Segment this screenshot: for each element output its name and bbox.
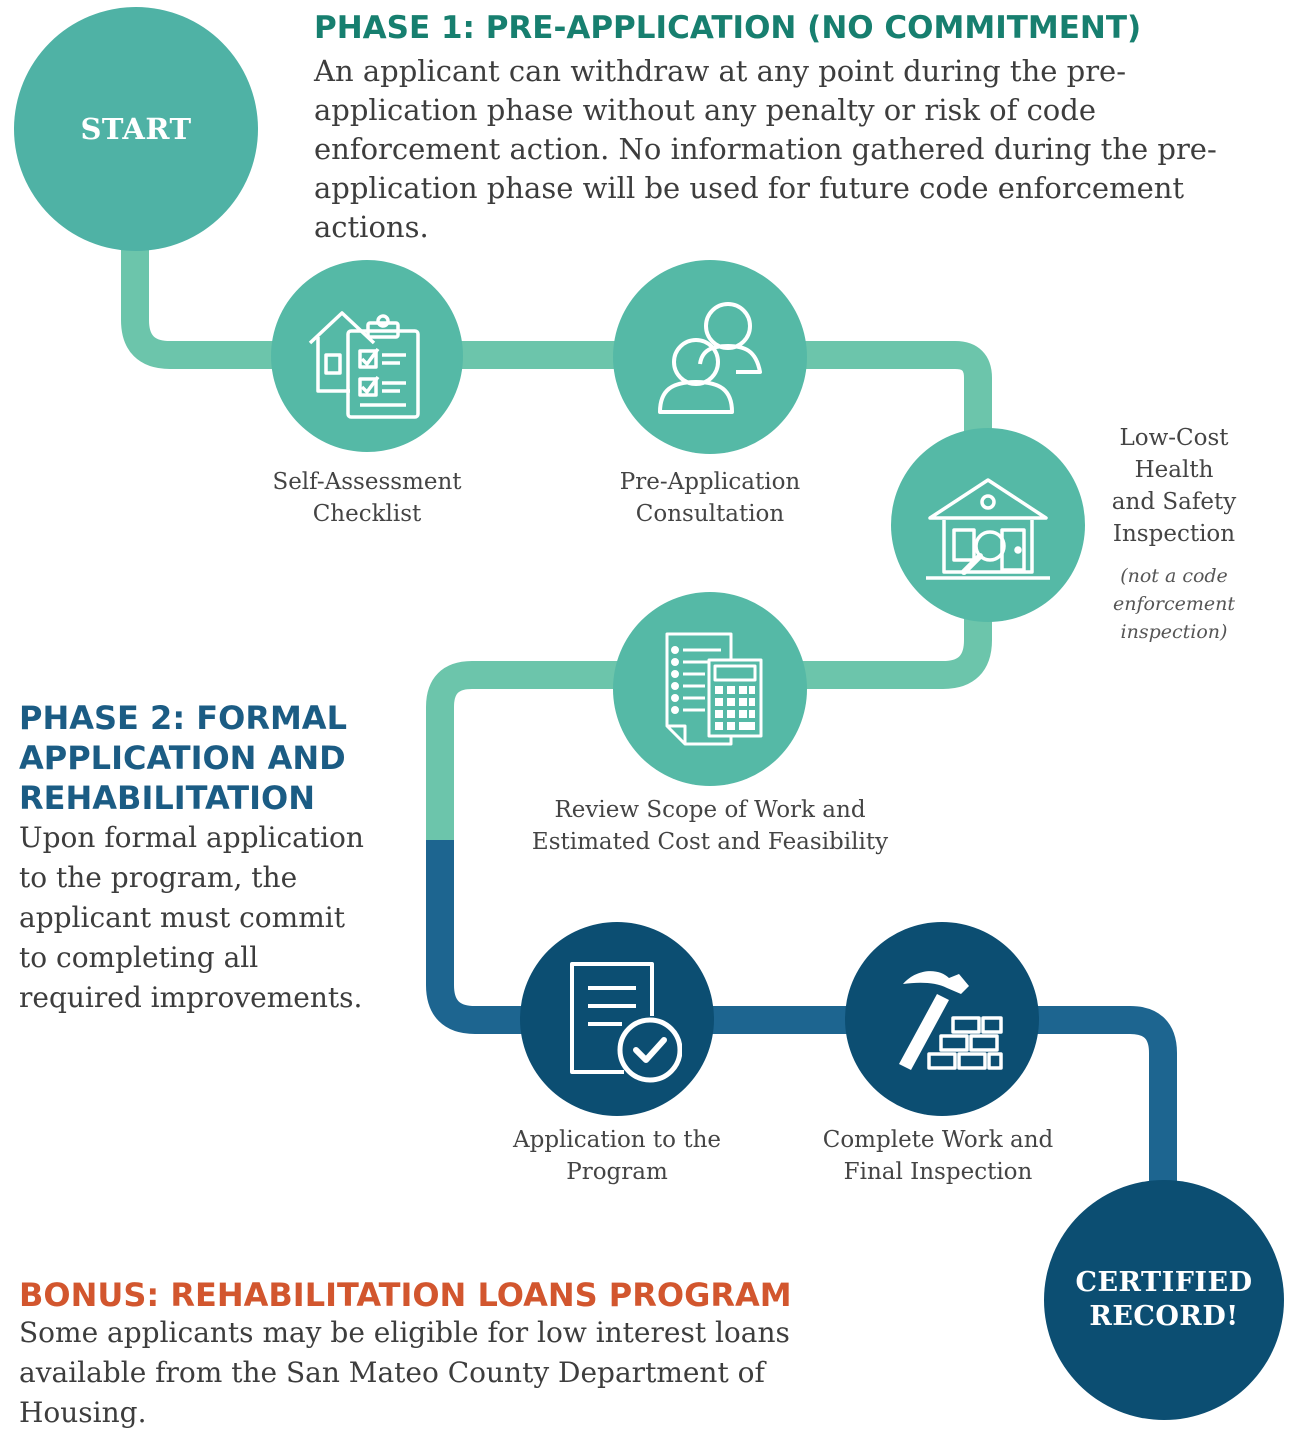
phase2-title: PHASE 2: FORMAL APPLICATION AND REHABILI…	[19, 699, 347, 817]
phase2-description: Upon formal application to the program, …	[19, 821, 364, 1014]
calculator-document-icon	[665, 632, 763, 746]
record-label: RECORD!	[1089, 1301, 1239, 1332]
certified-record-circle: CERTIFIED RECORD!	[1044, 1180, 1284, 1420]
people-icon	[658, 302, 762, 414]
consultation-label: Pre-Application Consultation	[619, 469, 801, 527]
house-checklist-icon	[308, 311, 420, 419]
house-magnifier-icon	[926, 478, 1050, 580]
start-circle: START	[14, 7, 258, 251]
certified-label: CERTIFIED	[1075, 1267, 1253, 1298]
inspection-label: Low-Cost Health and Safety Inspection	[1111, 425, 1237, 547]
start-label: START	[80, 112, 192, 146]
document-check-icon	[570, 962, 682, 1083]
self-assessment-step	[271, 260, 463, 452]
complete-step	[845, 922, 1039, 1116]
bonus-description: Some applicants may be eligible for low …	[19, 1316, 790, 1429]
complete-label: Complete Work and Final Inspection	[822, 1127, 1054, 1185]
consultation-step	[613, 260, 807, 454]
hammer-bricks-icon	[899, 971, 1003, 1070]
review-step	[613, 592, 807, 786]
bonus-title: BONUS: REHABILITATION LOANS PROGRAM	[19, 1276, 792, 1314]
phase1-description: An applicant can withdraw at any point d…	[314, 54, 1217, 244]
application-label: Application to the Program	[513, 1127, 721, 1185]
phase2-path	[426, 840, 1177, 1250]
phase1-title: PHASE 1: PRE-APPLICATION (NO COMMITMENT)	[314, 10, 1142, 46]
self-assessment-label: Self-Assessment Checklist	[272, 469, 462, 527]
inspection-note: (not a code enforcement inspection)	[1112, 565, 1236, 643]
inspection-step	[891, 428, 1085, 622]
application-step	[520, 922, 714, 1116]
review-label: Review Scope of Work and Estimated Cost …	[531, 797, 889, 855]
